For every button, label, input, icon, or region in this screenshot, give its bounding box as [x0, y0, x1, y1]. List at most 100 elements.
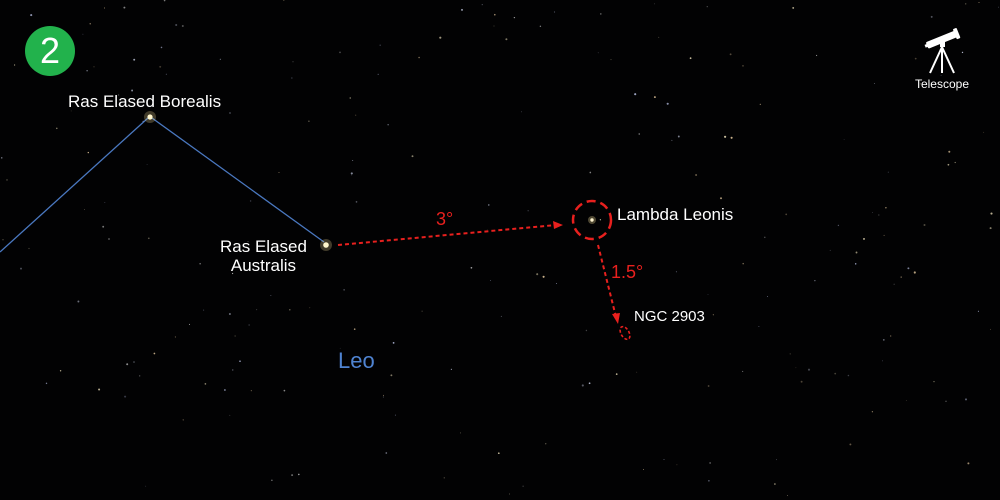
background-star [914, 57, 917, 60]
background-star [708, 479, 710, 482]
background-star [900, 276, 902, 278]
background-star [742, 262, 744, 265]
background-star [789, 353, 791, 355]
background-star [160, 46, 163, 49]
background-star [847, 374, 850, 377]
background-star [353, 328, 356, 330]
background-star [298, 473, 300, 476]
background-star [689, 57, 692, 60]
background-star [14, 64, 16, 66]
background-star [671, 139, 673, 141]
label-lambda-leonis: Lambda Leonis [617, 205, 734, 224]
background-star [905, 400, 907, 401]
background-star [175, 23, 178, 27]
background-star [390, 374, 393, 377]
background-star [539, 25, 542, 27]
background-star [229, 414, 231, 416]
hop-arrow-second [597, 244, 617, 318]
background-star [89, 23, 91, 25]
background-star [385, 452, 388, 454]
background-star [30, 14, 33, 17]
background-star [486, 228, 488, 230]
background-star [377, 73, 379, 76]
background-star [450, 368, 452, 370]
background-star [719, 197, 723, 200]
background-star [706, 6, 708, 8]
background-star [923, 224, 926, 226]
background-star [182, 419, 184, 421]
background-star [863, 237, 865, 240]
background-star [709, 462, 711, 464]
background-star [133, 58, 136, 61]
background-star [724, 135, 727, 138]
background-star [203, 309, 205, 311]
background-star [382, 396, 384, 398]
background-star [965, 3, 967, 5]
background-star [292, 61, 294, 63]
background-star [742, 65, 744, 67]
background-star [20, 267, 22, 270]
background-star [139, 375, 141, 377]
background-star [249, 200, 252, 202]
background-star [933, 380, 935, 383]
background-star [585, 329, 588, 332]
background-star [990, 328, 991, 330]
background-star [247, 241, 249, 242]
ngc-2903-galaxy-marker [619, 325, 631, 341]
background-star [87, 151, 89, 154]
background-star [350, 172, 353, 175]
label-ngc-2903: NGC 2903 [634, 308, 705, 325]
star-ras-elased-australis [320, 239, 332, 251]
background-star [104, 7, 105, 9]
background-star [883, 234, 885, 236]
background-star [816, 54, 818, 57]
background-star [239, 360, 241, 363]
background-star [147, 237, 150, 240]
background-star [807, 368, 811, 371]
background-star [885, 207, 887, 209]
background-star [219, 58, 221, 60]
background-star [418, 56, 420, 59]
background-star [497, 452, 500, 455]
background-star [893, 283, 895, 285]
background-star [199, 263, 201, 265]
background-star [545, 443, 547, 445]
background-star [204, 383, 207, 385]
background-star [930, 15, 933, 18]
background-star [940, 74, 942, 76]
background-star [521, 111, 522, 113]
background-star [131, 89, 134, 92]
background-star [339, 51, 341, 54]
background-star [229, 112, 231, 114]
background-star [792, 6, 795, 9]
background-star [283, 389, 286, 392]
background-star [742, 370, 744, 372]
background-star [913, 271, 916, 274]
background-star [634, 93, 637, 96]
background-star [872, 212, 873, 213]
telescope-icon [924, 27, 961, 74]
background-star [854, 263, 857, 265]
background-star [967, 462, 970, 465]
background-star [814, 280, 816, 282]
background-star [234, 335, 236, 337]
background-star [181, 24, 184, 28]
background-star [351, 174, 353, 176]
background-star [232, 272, 234, 275]
background-star [599, 13, 602, 15]
background-star [961, 51, 964, 54]
background-star [653, 96, 656, 99]
background-star [654, 3, 655, 5]
background-star [271, 479, 273, 481]
background-star [536, 273, 539, 276]
background-star [93, 66, 95, 68]
background-star [6, 179, 8, 181]
background-star [729, 53, 732, 56]
background-star [56, 127, 58, 130]
telescope-label: Telescope [914, 77, 970, 91]
background-star [500, 315, 502, 317]
background-star [339, 347, 341, 349]
background-star [964, 398, 968, 401]
background-star [907, 267, 910, 270]
